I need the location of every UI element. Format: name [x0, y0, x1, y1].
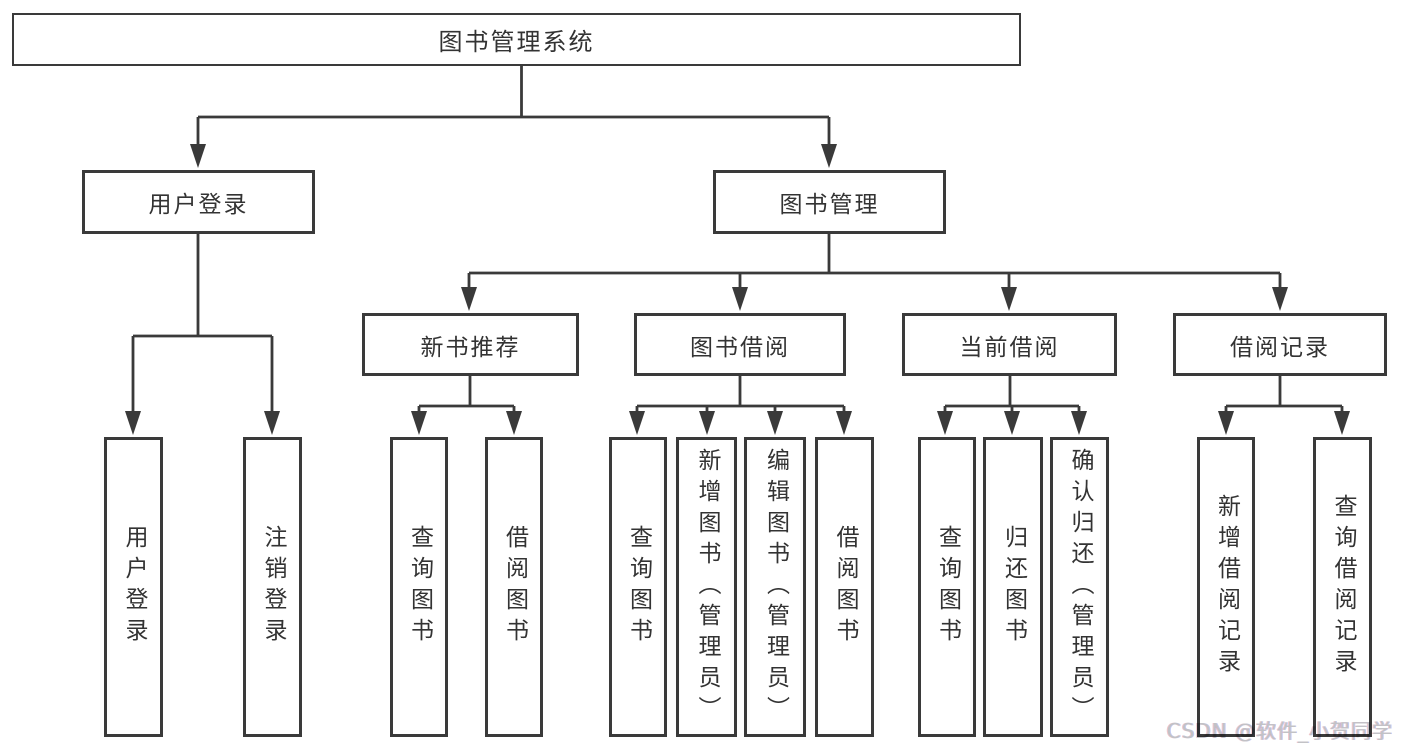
leaf-add-book-admin: 新增图书（管理员） [676, 437, 737, 737]
leaf-query-books-3: 查询图书 [918, 437, 976, 737]
node-current-borrowing: 当前借阅 [902, 313, 1117, 376]
leaf-logout: 注销登录 [243, 437, 302, 737]
leaf-query-books-2: 查询图书 [609, 437, 667, 737]
leaf-edit-book-admin: 编辑图书（管理员） [744, 437, 806, 737]
node-new-book-recommend: 新书推荐 [362, 313, 579, 376]
node-borrowing-records: 借阅记录 [1173, 313, 1387, 376]
watermark-text: CSDN @软件_小贺同学 [1166, 719, 1393, 743]
leaf-query-borrow-record: 查询借阅记录 [1313, 437, 1372, 737]
node-book-management: 图书管理 [713, 170, 946, 234]
leaf-query-books-1: 查询图书 [390, 437, 448, 737]
leaf-borrow-books-2: 借阅图书 [815, 437, 874, 737]
leaf-borrow-books-1: 借阅图书 [485, 437, 543, 737]
node-library-system: 图书管理系统 [12, 13, 1021, 66]
leaf-confirm-return-admin: 确认归还（管理员） [1050, 437, 1109, 737]
leaf-user-login: 用户登录 [104, 437, 163, 737]
leaf-add-borrow-record: 新增借阅记录 [1197, 437, 1255, 737]
leaf-return-book: 归还图书 [983, 437, 1043, 737]
node-user-login: 用户登录 [82, 170, 315, 234]
node-book-borrowing: 图书借阅 [634, 313, 846, 376]
